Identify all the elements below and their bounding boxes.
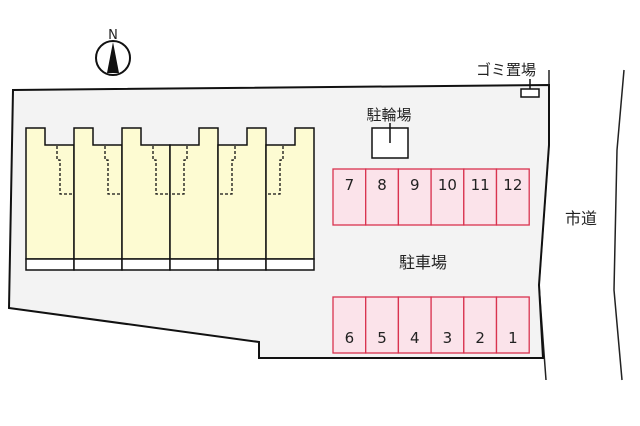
road-label: 市道 [565,209,597,228]
parking-space [397,296,432,354]
building [25,127,315,271]
building-balcony [25,258,75,271]
parking-space [332,296,367,354]
parking-space-number: 3 [443,329,453,347]
parking-space-number: 2 [475,329,485,347]
building-balcony [265,258,315,271]
parking-space-number: 6 [345,329,355,347]
parking-space [463,168,498,226]
bicycle-parking-label: 駐輪場 [366,106,411,124]
interior-stair-outline [219,146,236,195]
parking-space [495,296,530,354]
parking-space [430,296,465,354]
parking-area: 7 8 9 10 11 12 6 5 4 3 2 1 [332,168,530,354]
building-balcony [73,258,123,271]
parking-space [332,168,367,226]
building-balcony [121,258,171,271]
building-balcony [169,258,219,271]
parking-space-number: 1 [508,329,518,347]
parking-space [495,168,530,226]
compass-label: N [108,28,118,43]
interior-stair-outline [56,146,73,195]
parking-space-number: 8 [377,176,387,194]
interior-stair-outline [171,146,188,195]
building-balcony [217,258,267,271]
parking-space-number: 12 [503,176,522,194]
parking-label: 駐車場 [399,253,447,272]
interior-stair-outline [152,146,169,195]
interior-stair-outline [267,146,284,195]
parking-space-number: 5 [377,329,387,347]
parking-space-number: 4 [410,329,420,347]
road-edge-right [613,69,625,381]
parking-space-number: 10 [438,176,457,194]
garbage-box [520,88,540,98]
parking-space-number: 9 [410,176,420,194]
compass: N [95,28,131,76]
parking-space [365,168,400,226]
parking-space-number: 7 [345,176,355,194]
interior-stair-outline [104,146,121,195]
parking-space [430,168,465,226]
north-arrow-icon [107,42,119,73]
parking-space-number: 11 [471,176,490,194]
parking-space [463,296,498,354]
garbage-label: ゴミ置場 [476,61,536,79]
